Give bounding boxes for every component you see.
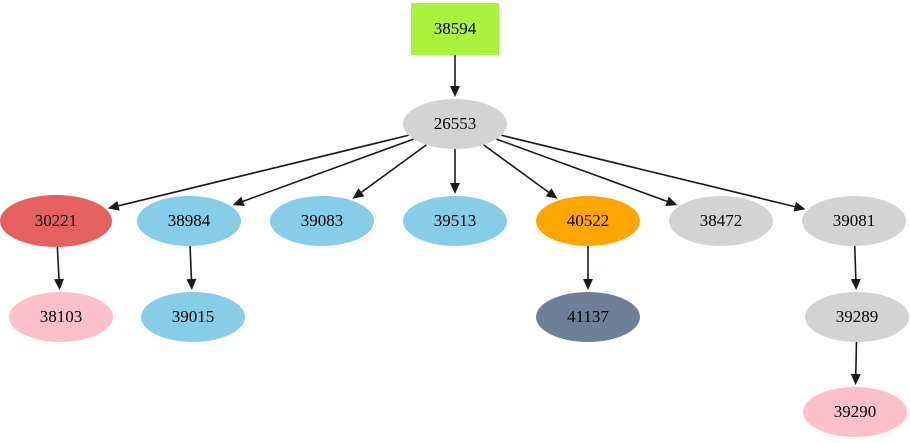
node-ellipse-shape[interactable] bbox=[802, 196, 906, 246]
node-ellipse-shape[interactable] bbox=[536, 196, 640, 246]
arrowhead-icon bbox=[450, 86, 460, 97]
arrowhead-icon bbox=[186, 278, 197, 291]
graph-node-38103[interactable]: 38103 bbox=[9, 292, 113, 342]
graph-node-39289[interactable]: 39289 bbox=[805, 292, 909, 342]
arrowhead-icon bbox=[665, 196, 678, 207]
arrowhead-icon bbox=[850, 278, 861, 290]
edge-line bbox=[360, 144, 427, 193]
arrowhead-icon bbox=[793, 201, 806, 212]
graph-edge bbox=[450, 149, 460, 194]
edge-line bbox=[242, 138, 414, 203]
edge-line bbox=[118, 134, 409, 207]
arrowhead-icon bbox=[583, 279, 593, 290]
graph-edge bbox=[850, 341, 861, 385]
node-ellipse-shape[interactable] bbox=[669, 196, 773, 246]
arrowhead-icon bbox=[545, 188, 558, 199]
edge-line bbox=[501, 134, 795, 208]
graph-edge bbox=[54, 246, 65, 291]
graph-node-38472[interactable]: 38472 bbox=[669, 196, 773, 246]
node-ellipse-shape[interactable] bbox=[403, 99, 507, 149]
graph-node-39513[interactable]: 39513 bbox=[403, 196, 507, 246]
graph-node-30221[interactable]: 30221 bbox=[0, 195, 112, 247]
graph-node-41137[interactable]: 41137 bbox=[536, 292, 640, 342]
graph-node-39015[interactable]: 39015 bbox=[141, 292, 245, 342]
arrowhead-icon bbox=[450, 183, 460, 194]
graph-node-39083[interactable]: 39083 bbox=[270, 196, 374, 246]
node-ellipse-shape[interactable] bbox=[0, 195, 112, 247]
graph-edge bbox=[186, 245, 197, 291]
arrowhead-icon bbox=[352, 188, 365, 199]
arrowhead-icon bbox=[107, 200, 120, 211]
graph-node-39081[interactable]: 39081 bbox=[802, 196, 906, 246]
node-box-shape[interactable] bbox=[411, 3, 499, 55]
graph-edge bbox=[496, 138, 678, 207]
graph-edge bbox=[501, 134, 806, 212]
arrowhead-icon bbox=[54, 278, 65, 291]
graph-edge bbox=[850, 245, 861, 290]
graph-node-40522[interactable]: 40522 bbox=[536, 196, 640, 246]
graph-edge bbox=[450, 55, 460, 97]
graph-edge bbox=[583, 246, 593, 290]
edge-line bbox=[189, 245, 193, 280]
edge-line bbox=[56, 246, 60, 280]
node-ellipse-shape[interactable] bbox=[805, 292, 909, 342]
node-ellipse-shape[interactable] bbox=[403, 196, 507, 246]
graph-edge bbox=[107, 134, 409, 211]
node-ellipse-shape[interactable] bbox=[803, 387, 907, 437]
edge-line bbox=[855, 341, 858, 375]
edge-line bbox=[853, 245, 857, 280]
graph-edge bbox=[483, 144, 558, 199]
arrowhead-icon bbox=[850, 373, 861, 385]
graph-node-38594[interactable]: 38594 bbox=[411, 3, 499, 55]
node-ellipse-shape[interactable] bbox=[141, 292, 245, 342]
graph-node-39290[interactable]: 39290 bbox=[803, 387, 907, 437]
edge-line bbox=[496, 138, 668, 203]
arrowhead-icon bbox=[232, 196, 245, 207]
graph-edge bbox=[352, 144, 427, 199]
node-ellipse-shape[interactable] bbox=[137, 196, 241, 246]
edge-line bbox=[483, 144, 550, 193]
edges-layer bbox=[54, 55, 861, 385]
graph-node-26553[interactable]: 26553 bbox=[403, 99, 507, 149]
node-ellipse-shape[interactable] bbox=[270, 196, 374, 246]
graph-edge bbox=[232, 138, 414, 207]
node-ellipse-shape[interactable] bbox=[536, 292, 640, 342]
graph-node-38984[interactable]: 38984 bbox=[137, 196, 241, 246]
node-ellipse-shape[interactable] bbox=[9, 292, 113, 342]
